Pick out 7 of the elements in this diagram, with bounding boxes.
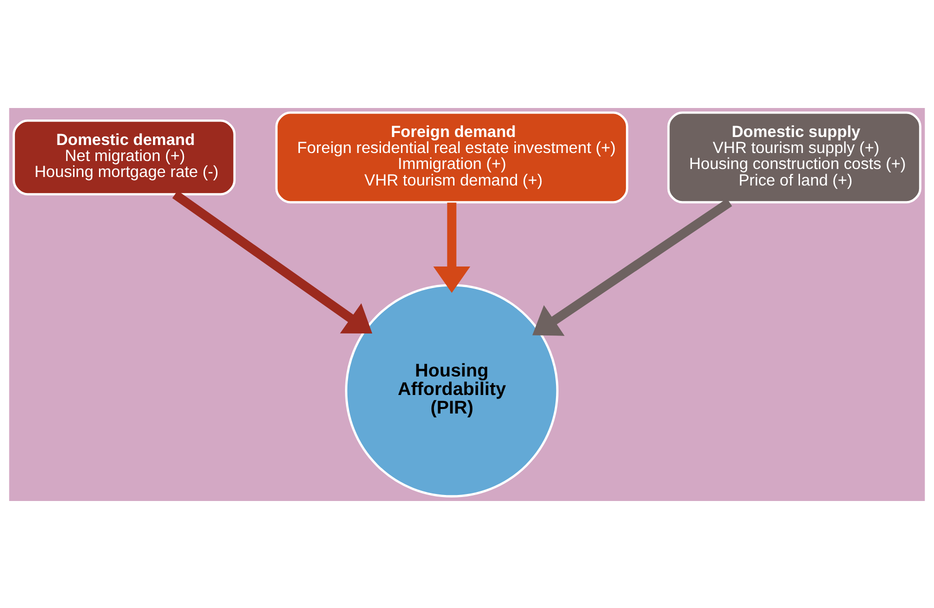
- arrow: [172, 190, 372, 334]
- node-box: Domestic demand Net migration (+) Housing mortgage rate (-): [12, 119, 236, 195]
- node-circle: Housing Affordability (PIR): [345, 283, 558, 497]
- arrow: [532, 198, 732, 336]
- arrow: [433, 202, 470, 292]
- node-box: Foreign demand Foreign residential real estate investment (+) Immigration (+) VHR tourism demand (+): [275, 110, 628, 203]
- node-box: Domestic supply VHR tourism supply (+) Housing construction costs (+) Price of land (+): [667, 110, 922, 203]
